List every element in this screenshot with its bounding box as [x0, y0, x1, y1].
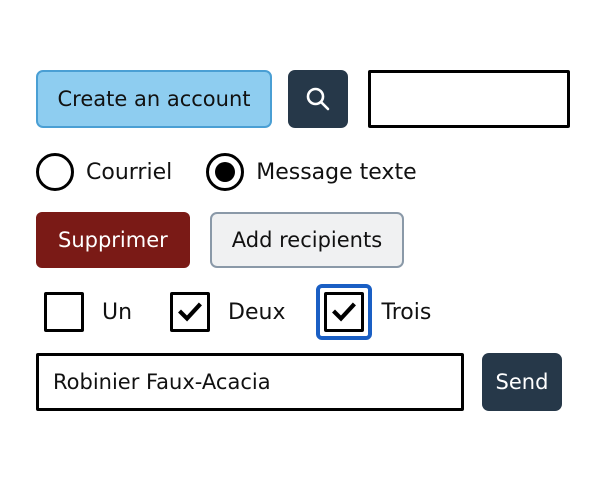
checkbox-label-un: Un	[102, 299, 133, 325]
message-send-row: Send	[36, 353, 562, 411]
radio-option-message-texte[interactable]: Message texte	[206, 153, 417, 191]
search-icon	[303, 84, 333, 114]
radio-option-courriel[interactable]: Courriel	[36, 153, 172, 191]
checkbox-option-trois[interactable]: Trois	[315, 284, 432, 340]
checkbox-option-deux[interactable]: Deux	[162, 284, 286, 340]
create-account-button[interactable]: Create an account	[36, 70, 272, 128]
radio-label-courriel: Courriel	[86, 159, 173, 185]
checkbox-label-deux: Deux	[228, 299, 286, 325]
checkbox-box-un[interactable]	[44, 292, 84, 332]
options-checkbox-group: Un Deux Trois	[36, 284, 431, 340]
actions-row: Create an account	[36, 70, 570, 128]
checkbox-box-trois[interactable]	[323, 292, 364, 332]
checkbox-focus-wrapper-deux	[162, 284, 218, 340]
contact-method-radio-group: Courriel Message texte	[36, 150, 417, 194]
checkbox-focus-wrapper-un	[36, 284, 92, 340]
add-recipients-button[interactable]: Add recipients	[209, 212, 405, 268]
checkbox-option-un[interactable]: Un	[36, 284, 132, 340]
search-button[interactable]	[288, 70, 348, 128]
delete-button[interactable]: Supprimer	[36, 212, 190, 268]
search-input[interactable]	[368, 70, 570, 128]
message-input[interactable]	[36, 353, 464, 411]
radio-circle-selected-icon[interactable]	[206, 153, 245, 191]
recipient-actions-row: Supprimer Add recipients	[36, 212, 405, 268]
send-button[interactable]: Send	[482, 353, 562, 411]
checkbox-focus-ring-trois	[315, 284, 372, 340]
radio-label-message-texte: Message texte	[256, 159, 417, 185]
checkbox-box-deux[interactable]	[170, 292, 211, 332]
checkbox-label-trois: Trois	[381, 299, 432, 325]
radio-circle-icon[interactable]	[36, 153, 74, 191]
